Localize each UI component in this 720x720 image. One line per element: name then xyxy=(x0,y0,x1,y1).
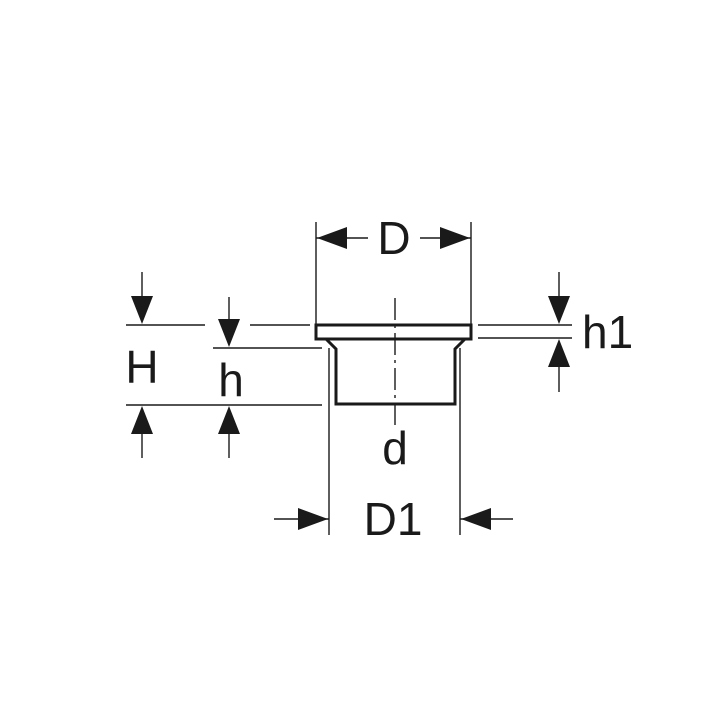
label-d: d xyxy=(382,422,408,474)
flange xyxy=(314,323,473,341)
arrow-in-right xyxy=(461,508,491,530)
label-D: D xyxy=(377,212,410,264)
dimension-d: d xyxy=(382,422,408,474)
dimension-h: h xyxy=(213,297,322,458)
label-h: h xyxy=(218,354,244,406)
label-h1: h1 xyxy=(582,306,633,358)
arrow-up xyxy=(218,406,240,434)
arrow-left xyxy=(317,227,347,249)
dimension-D1: D1 xyxy=(274,348,513,545)
arrow-down xyxy=(548,296,570,324)
label-D1: D1 xyxy=(364,493,423,545)
dimension-h1: h1 xyxy=(478,272,633,392)
arrow-right xyxy=(440,227,470,249)
dimension-H: H xyxy=(125,272,322,458)
arrow-up xyxy=(548,339,570,367)
arrow-down xyxy=(218,319,240,347)
arrow-down xyxy=(131,296,153,324)
part-outline xyxy=(314,298,473,428)
arrow-up xyxy=(131,406,153,434)
arrow-in-left xyxy=(298,508,328,530)
label-H: H xyxy=(125,341,158,393)
dimension-D: D xyxy=(315,212,472,325)
